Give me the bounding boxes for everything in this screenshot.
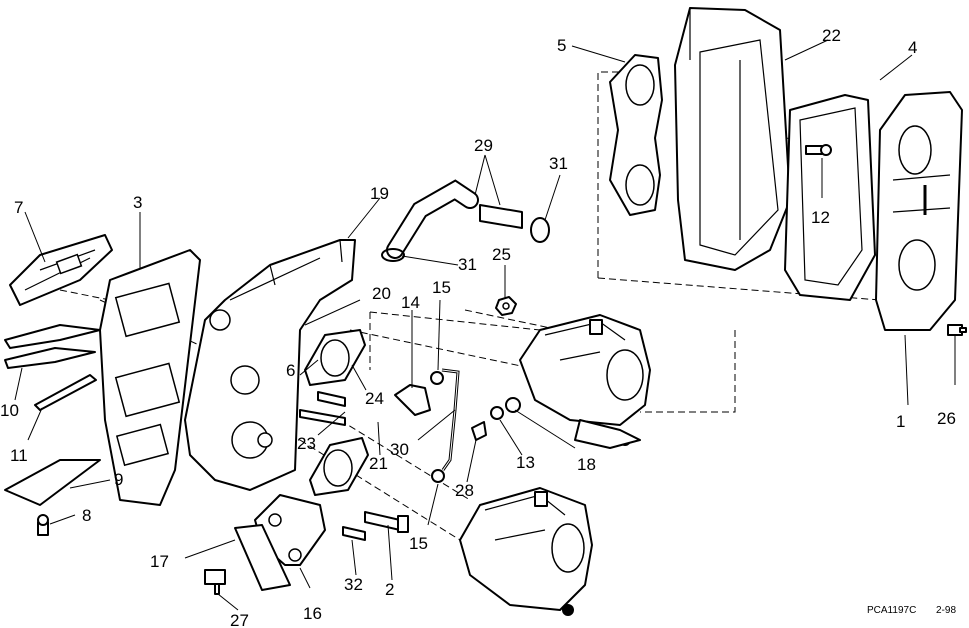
callout-24: 24 [365,389,384,408]
hose-clamp-31-left [381,248,405,262]
carburetor-gasket-upper [304,329,366,386]
screw-part-27 [204,569,226,595]
callout-27: 27 [230,611,249,628]
intake-manifold-part [184,239,356,491]
callout-25: 25 [492,245,511,264]
screw-part-8 [37,514,49,536]
silencer-housing-part [674,7,791,271]
callout-16: 16 [303,604,322,623]
figure-date: 2-98 [936,605,956,616]
silencer-gasket-part [784,94,876,301]
callout-5: 5 [557,36,566,55]
callout-3: 3 [133,193,142,212]
figure-code: PCA1197C [867,605,916,616]
callout-14: 14 [401,293,420,312]
callout-28: 28 [455,481,474,500]
bolt-part-2 [364,511,409,533]
fuel-tube-part [441,368,460,471]
hose-clamp-31-right [530,217,550,243]
callout-29: 29 [474,136,493,155]
lower-carburetor-part [459,487,593,616]
reed-stop-part [34,374,97,411]
callout-6: 6 [286,361,295,380]
reed-petals-part [4,324,101,369]
screw-part-28 [471,421,487,441]
callout-20: 20 [372,284,391,303]
flame-arrestor-gasket-part [609,54,663,216]
callout-2: 2 [385,580,394,599]
callout-31-right: 31 [549,154,568,173]
callout-15-bottom: 15 [409,534,428,553]
washer-part-13 [490,406,504,420]
callout-11: 11 [10,446,28,465]
callout-17: 17 [150,552,169,571]
callout-15-top: 15 [432,278,451,297]
nut-part-25 [495,296,517,316]
carburetor-gasket-lower [309,437,369,496]
fitting-part-15-lower [431,469,445,483]
callout-7: 7 [14,198,23,217]
gasket-part-17 [234,524,291,591]
callout-9: 9 [114,470,123,489]
upper-carburetor-part [519,314,651,449]
fitting-part-15-upper [430,371,444,385]
reed-block-part [9,234,113,306]
tube-part-29 [479,204,523,229]
fuel-hose-part [386,179,479,259]
screw-part-18 [505,397,521,413]
callout-19: 19 [370,184,389,203]
reed-gasket-part [99,249,201,506]
callout-12: 12 [811,208,830,227]
callout-18: 18 [577,455,596,474]
callout-32: 32 [344,575,363,594]
screw-part-26 [947,324,967,336]
callout-21: 21 [369,454,388,473]
callout-13: 13 [516,453,535,472]
clip-part-14 [394,384,431,416]
callout-8: 8 [82,506,91,525]
callout-labels: 1 2 3 4 5 6 7 8 9 10 11 12 13 14 15 15 1… [0,26,956,628]
callout-4: 4 [908,38,917,57]
callout-30: 30 [390,440,409,459]
screw-part-32 [342,526,366,541]
silencer-cover-part [875,91,963,331]
screw-part-12 [805,144,832,156]
callout-23: 23 [297,434,316,453]
callout-leader-lines [14,39,956,611]
callout-26: 26 [937,409,956,428]
callout-31-left: 31 [458,255,477,274]
callout-1: 1 [896,412,905,431]
callout-10: 10 [0,401,19,420]
callout-22: 22 [822,26,841,45]
reed-plate-part [4,459,101,506]
screw-part-center [317,391,346,407]
